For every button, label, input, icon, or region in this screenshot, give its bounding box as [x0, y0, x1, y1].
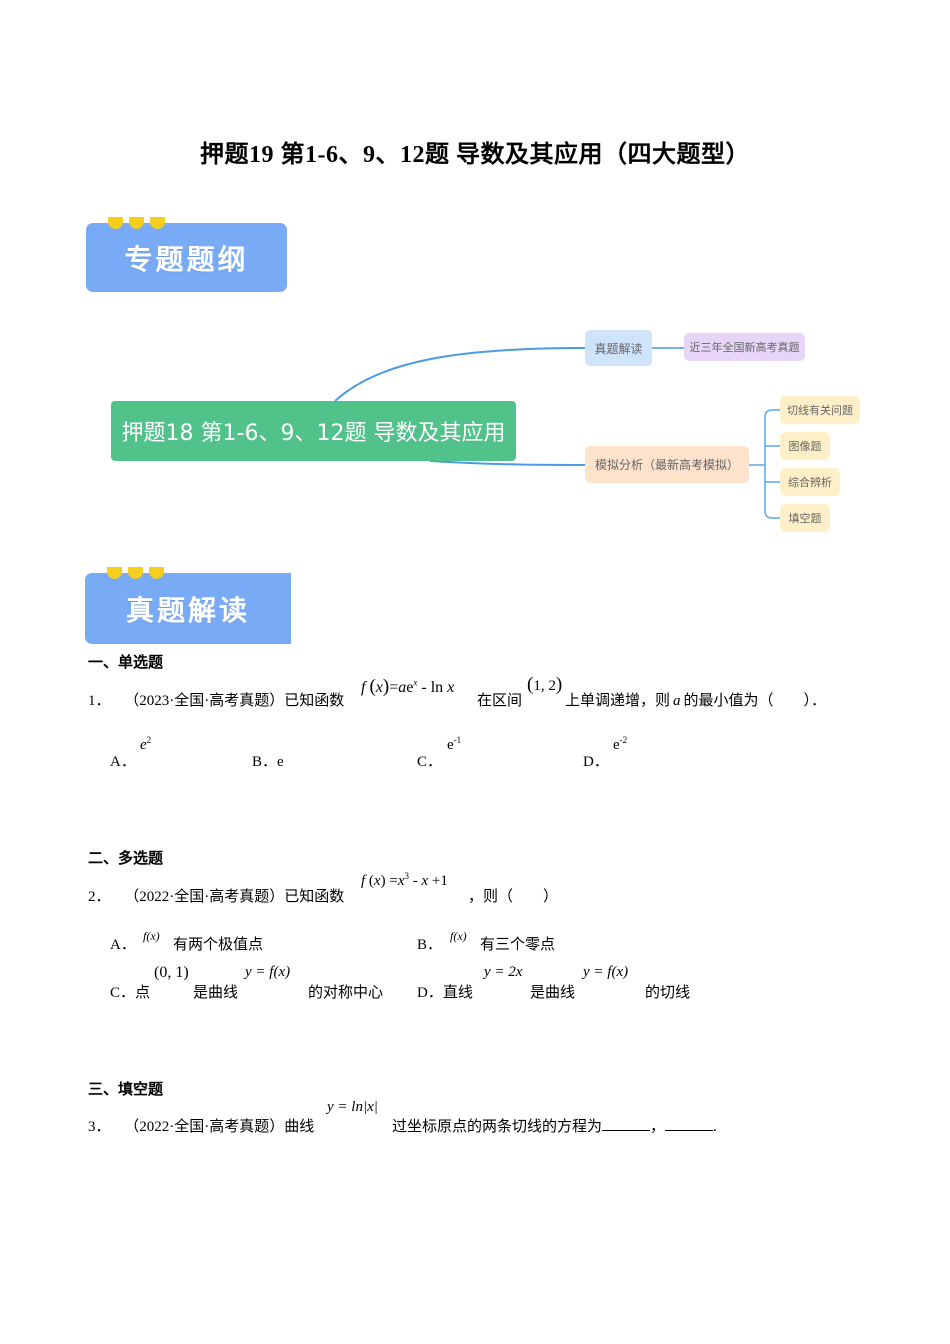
option-b[interactable]: B．	[417, 933, 442, 954]
mindmap-node-graph: 图像题	[780, 432, 830, 460]
section-heading-single-choice: 一、单选题	[88, 653, 164, 671]
real-exam-banner: 真题解读	[85, 567, 291, 644]
outline-banner-label: 专题题纲	[124, 242, 249, 276]
formula-3: y = ln|x|	[327, 1099, 378, 1115]
option-c-curve: y = f(x)	[245, 964, 291, 980]
answer-blank-2[interactable]	[665, 1119, 714, 1131]
option-label: C．	[417, 754, 443, 770]
period: .	[713, 1119, 717, 1135]
option-d[interactable]: D．	[583, 750, 609, 771]
option-label: D．	[583, 754, 609, 770]
dot-icon	[107, 567, 122, 579]
option-a[interactable]: A．	[110, 750, 136, 771]
interval-formula: (1, 2)	[527, 674, 563, 695]
question-text: 的最小值为（ ）．	[683, 693, 827, 709]
option-value: e	[277, 754, 284, 770]
question-text: 已知函数	[284, 889, 345, 905]
formula-2: f (x) =x3 - x +1	[361, 871, 448, 889]
mindmap-node-recent-exams: 近三年全国新高考真题	[684, 333, 805, 361]
answer-blank-1[interactable]	[602, 1119, 651, 1131]
question-text: 在区间	[477, 693, 523, 709]
real-exam-banner-label: 真题解读	[125, 593, 250, 627]
question-1: 1． （2023·全国·高考真题）已知函数	[88, 689, 344, 710]
option-c-value: e-1	[447, 735, 462, 753]
option-d-text: 的切线	[645, 985, 691, 1001]
question-number: 3．	[88, 1119, 111, 1135]
question-2: 2． （2022·全国·高考真题）已知函数	[88, 885, 344, 906]
option-a-value: e2	[140, 735, 152, 753]
option-d-curve: y = f(x)	[583, 964, 629, 980]
option-c-mid: 是曲线	[193, 985, 239, 1001]
question-source: （2022·全国·高考真题）	[124, 1119, 285, 1135]
option-c-point: (0, 1)	[154, 964, 189, 981]
mindmap-node-real-exam: 真题解读	[585, 330, 652, 366]
question-text: ，则（ ）	[468, 889, 559, 905]
question-source: （2022·全国·高考真题）	[124, 889, 285, 905]
dot-icon	[129, 217, 144, 229]
dot-icon	[128, 567, 143, 579]
question-number: 1．	[88, 693, 111, 709]
question-text: 上单调递增，则	[565, 693, 671, 709]
separator: ，	[650, 1119, 666, 1135]
dot-icon	[150, 217, 165, 229]
option-b-math: f(x)	[450, 929, 467, 943]
option-label: B．	[417, 937, 443, 953]
option-label: B．	[252, 754, 278, 770]
question-text: 已知函数	[284, 693, 345, 709]
option-label: D．	[417, 985, 443, 1001]
option-a-math: f(x)	[143, 929, 160, 943]
question-number: 2．	[88, 889, 111, 905]
decorative-dots	[108, 217, 165, 229]
option-text: 直线	[442, 985, 473, 1001]
mindmap-node-comprehensive: 综合辨析	[780, 468, 840, 496]
section-heading-fill-blank: 三、填空题	[88, 1080, 164, 1098]
option-a[interactable]: A．	[110, 933, 136, 954]
option-c[interactable]: C．	[417, 750, 442, 771]
option-d-mid: 是曲线	[530, 985, 576, 1001]
option-label: A．	[110, 754, 136, 770]
mindmap-node-fill-blank: 填空题	[780, 504, 830, 532]
formula-1: f (x)=aex - ln x	[361, 676, 455, 697]
question-3: 3． （2022·全国·高考真题）曲线	[88, 1115, 314, 1136]
option-a-text: 有两个极值点	[173, 937, 264, 953]
mindmap-node-simulation: 模拟分析（最新高考模拟）	[585, 446, 749, 483]
decorative-dots	[107, 567, 164, 579]
question-text: 曲线	[284, 1119, 315, 1135]
option-label: A．	[110, 937, 136, 953]
dot-icon	[149, 567, 164, 579]
option-label: C．	[110, 985, 136, 1001]
outline-banner: 专题题纲	[86, 217, 287, 292]
mindmap-root-node: 押题18 第1-6、9、12题 导数及其应用	[111, 401, 516, 461]
option-d-value: e-2	[613, 735, 628, 753]
dot-icon	[108, 217, 123, 229]
question-text: 过坐标原点的两条切线的方程为	[392, 1119, 603, 1135]
variable-a: a	[673, 693, 681, 709]
option-c[interactable]: C．点	[110, 981, 150, 1002]
option-c-text: 的对称中心	[308, 985, 384, 1001]
section-heading-multi-choice: 二、多选题	[88, 849, 164, 867]
option-d[interactable]: D．直线	[417, 981, 473, 1002]
document-title: 押题19 第1-6、9、12题 导数及其应用（四大题型）	[200, 142, 750, 168]
option-b-text: 有三个零点	[480, 937, 556, 953]
question-3-tail: 过坐标原点的两条切线的方程为 ，.	[392, 1115, 717, 1136]
option-text: 点	[135, 985, 151, 1001]
mindmap-node-tangent: 切线有关问题	[780, 396, 860, 424]
option-b[interactable]: B．e	[252, 750, 284, 771]
option-d-line: y = 2x	[484, 964, 523, 980]
question-source: （2023·全国·高考真题）	[124, 693, 285, 709]
